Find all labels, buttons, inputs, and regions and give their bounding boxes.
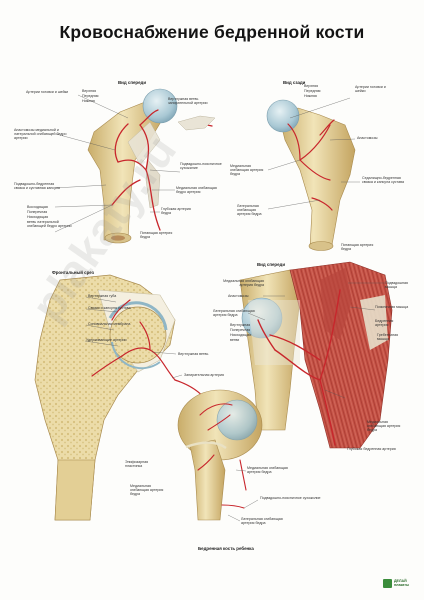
publisher-logo: ДЕЛАЙ плакаты [383,578,413,590]
label-section-acetabular-branch: Вертлужная ветвь [178,352,209,356]
label-back-medial-circumflex: Медиальная огибающая артерия бедра [230,164,264,177]
label-back-ischiofemoral-ligament: Седалищно-бедренная связка и капсула сус… [362,176,404,185]
label-front-inferior: Нижняя [82,99,95,103]
label-section-labrum: Вертлужная губа [88,294,117,298]
front-view-drawing [87,88,216,244]
back-view-heading: Вид сзади [283,80,306,85]
label-back-anterior: Передняя [304,89,321,93]
label-front-ligament-capsule: Подвздошно-бедренная связка и суставная … [14,182,60,191]
label-back-head-neck-arteries: Артерии головки и шейки [355,85,386,94]
leader-lines [54,94,385,522]
frontal-section-drawing [34,274,207,521]
frontal-section-heading: Фронтальный срез [52,270,94,275]
label-front-descending: Нисходящая [27,215,49,219]
label-muscle-psoas: Поясничная мышца [375,305,409,309]
child-femur-heading: Бедренная кость ребенка [198,546,254,551]
label-back-lateral-circumflex: Латеральная огибающая артерия бедра [237,204,262,217]
label-child-medial-circumflex-left: Медиальная огибающая артерия бедра [130,484,164,497]
publisher-tagline: плакаты [394,583,410,587]
label-front-medial-circumflex: Медиальная огибающая бедро артерия [176,186,217,195]
label-back-inferior: Нижняя [304,94,317,98]
label-muscle-medial-circumflex-bottom: Медиальная огибающая артерия бедра [367,420,401,433]
label-front-deep-femoral: Глубокая артерия бедра [161,207,191,216]
label-child-lateral-circumflex: Латеральная огибающая артерия бедра [241,517,283,526]
label-front-superior: Верхняя [82,89,97,93]
label-front-lateral-branch: ветвь латеральной огибающей бедро артери… [27,220,72,229]
label-front-nutrient-artery: Питающая артерия бедра [140,231,173,240]
label-front-acetabular-branch: Вертлужная ветвь запирательной артерии [168,97,208,106]
label-muscle-descending: Нисходящая [230,333,252,337]
label-muscle-transverse: Поперечная [230,328,251,332]
label-section-synovial: Синовиальная мембрана [88,322,131,326]
label-front-anastomoses: Анастомозы медиальной и латеральной огиб… [14,128,67,141]
label-back-nutrient-artery: Питающая артерия бедра [341,243,374,252]
label-muscle-femoral-artery: Бедренная артерия [375,319,394,328]
label-back-superior: Верхняя [304,84,319,88]
front-view-heading: Вид спереди [118,80,147,85]
publisher-logo-icon [383,579,392,588]
label-section-ligaments-capsule: Связки и капсула сустава [88,306,131,310]
child-femur-drawing [177,389,263,521]
label-child-iliopsoas-tendon: Подвздошно-поясничное сухожилие [260,496,321,500]
publisher-name: ДЕЛАЙ [394,579,407,583]
label-muscle-lateral-circumflex: Латеральная огибающая артерия бедра [213,309,255,318]
label-front-head-neck-arteries: Артерии головки и шейки [26,90,69,94]
label-muscle-pectineus: Гребенчатая мышца [377,333,399,342]
label-back-anastomoses: Анастомозы [357,136,378,140]
label-muscle-medial-circumflex-top: Медиальная огибающая артерия бедра [223,279,264,288]
label-front-ascending: Восходящая [27,205,48,209]
front-muscles-heading: Вид спереди [257,262,286,267]
label-muscle-iliacus: Подвздошная мышца [385,281,408,290]
label-muscle-deep-femoral: Глубокая бедренная артерия [347,447,396,451]
front-muscles-drawing [239,261,393,449]
label-front-iliopsoas-tendon: Подвздошно-поясничное сухожилие [180,162,222,171]
label-child-epiphyseal-plate: Эпифизарная пластинка [125,460,149,469]
label-muscle-branches: ветви [230,338,240,342]
label-muscle-acetabular: Вертлужная [230,323,251,327]
label-section-obturator: Запирательная артерия [184,373,224,377]
label-front-transverse: Поперечная [27,210,48,214]
back-view-drawing [266,99,356,251]
label-section-retinacular: Удерживающие артерии [86,338,127,342]
label-front-anterior: Передняя [82,94,99,98]
label-muscle-anastomoses: Анастомозы [228,294,249,298]
label-child-medial-circumflex-right: Медиальная огибающая артерия бедра [247,466,288,475]
page-title: Кровоснабжение бедренной кости [59,22,365,42]
